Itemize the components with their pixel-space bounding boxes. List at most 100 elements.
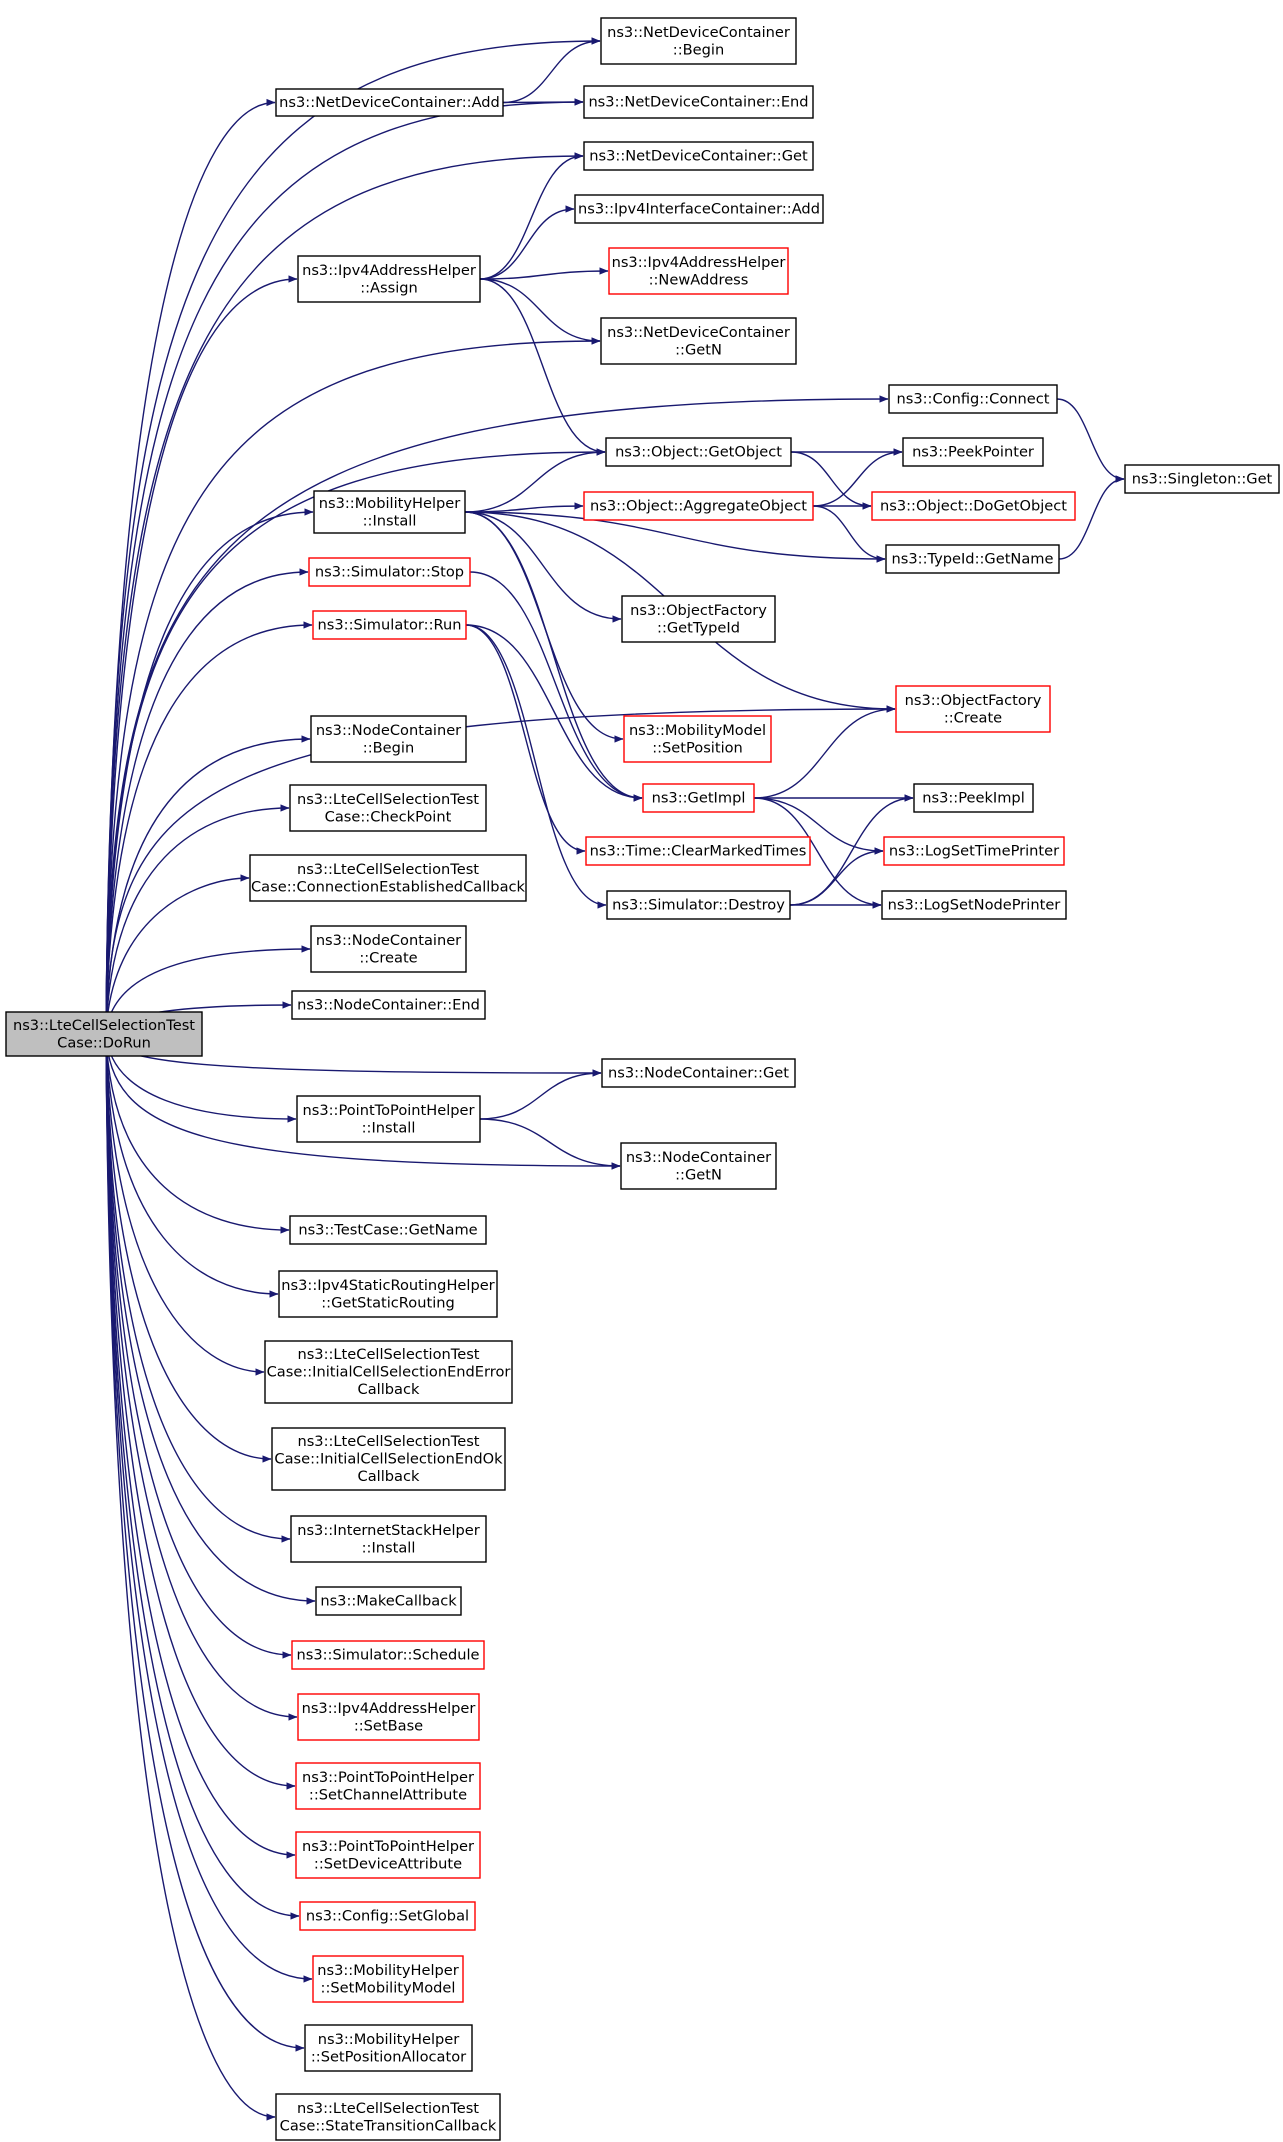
edge-root-to-p2pDev (105, 1033, 296, 1859)
node-ns3-makecallback[interactable]: ns3::MakeCallback (315, 1586, 462, 1616)
node-label-line: ns3::NetDeviceContainer (607, 24, 790, 41)
edge-root-to-ndcEnd (105, 98, 584, 1035)
node-ns3-object-dogetobject[interactable]: ns3::Object::DoGetObject (871, 491, 1076, 521)
node-label-line: ::SetMobilityModel (321, 1979, 456, 1996)
node-ns3-ipv4addresshelper-setbase[interactable]: ns3::Ipv4AddressHelper::SetBase (297, 1693, 480, 1741)
node-ns3-time-clearmarkedtimes[interactable]: ns3::Time::ClearMarkedTimes (585, 836, 811, 866)
node-box (278, 1270, 498, 1318)
node-box (315, 1586, 462, 1616)
node-ns3-ltecellselectiontestcase-initialcellselectionendokcallback[interactable]: ns3::LteCellSelectionTestCase::InitialCe… (271, 1427, 506, 1491)
node-ns3-ltecellselectiontestcase-initialcellselectionenderrorcallback[interactable]: ns3::LteCellSelectionTestCase::InitialCe… (264, 1340, 513, 1404)
node-ns3-simulator-run[interactable]: ns3::Simulator::Run (312, 610, 467, 640)
node-ns3-getimpl[interactable]: ns3::GetImpl (642, 783, 755, 813)
edge-root-to-connEstab (105, 874, 250, 1035)
node-box (601, 1058, 796, 1088)
node-ns3-testcase-getname[interactable]: ns3::TestCase::GetName (289, 1215, 487, 1245)
node-ns3-ipv4addresshelper-newaddress[interactable]: ns3::Ipv4AddressHelper::NewAddress (608, 247, 789, 295)
node-ns3-pointtopointhelper-setchannelattribute[interactable]: ns3::PointToPointHelper::SetChannelAttri… (295, 1762, 481, 1810)
edge-getImpl-to-logNode (753, 797, 882, 909)
node-box (913, 783, 1034, 813)
node-ns3-mobilityhelper-install[interactable]: ns3::MobilityHelper::Install (313, 490, 466, 534)
edge-root-to-ndcGetN (105, 337, 601, 1035)
node-ns3-nodecontainer-begin[interactable]: ns3::NodeContainer::Begin (310, 715, 467, 763)
node-ns3-netdevicecontainer-end[interactable]: ns3::NetDeviceContainer::End (583, 85, 814, 119)
node-ns3-logsettimeprinter[interactable]: ns3::LogSetTimePrinter (883, 836, 1065, 866)
node-box (585, 836, 811, 866)
edge-objAggregate-to-typeIdGetName (812, 505, 886, 563)
node-ns3-singleton-get[interactable]: ns3::Singleton::Get (1124, 464, 1280, 494)
node-label-line: ns3::ObjectFactory (630, 602, 767, 619)
node-ns3-peekimpl[interactable]: ns3::PeekImpl (913, 783, 1034, 813)
edge-ipv4Assign-to-ndcGet (479, 152, 584, 280)
node-ns3-pointtopointhelper-setdeviceattribute[interactable]: ns3::PointToPointHelper::SetDeviceAttrib… (295, 1831, 481, 1879)
node-ns3-internetstackhelper-install[interactable]: ns3::InternetStackHelper::Install (290, 1515, 487, 1563)
node-ns3-nodecontainer-create[interactable]: ns3::NodeContainer::Create (310, 925, 467, 973)
node-ns3-objectfactory-create[interactable]: ns3::ObjectFactory::Create (895, 685, 1051, 733)
node-label-line: ::SetChannelAttribute (309, 1786, 467, 1803)
call-edges (105, 37, 1125, 2121)
node-ns3-nodecontainer-end[interactable]: ns3::NodeContainer::End (291, 990, 486, 1020)
node-ns3-ipv4staticroutinghelper-getstaticrouting[interactable]: ns3::Ipv4StaticRoutingHelper::GetStaticR… (278, 1270, 498, 1318)
node-ns3-ltecellselectiontestcase-statetransitioncallback[interactable]: ns3::LteCellSelectionTestCase::StateTran… (275, 2093, 501, 2141)
node-box (296, 1095, 481, 1143)
node-ns3-ltecellselectiontestcase-connectionestablishedcallback[interactable]: ns3::LteCellSelectionTestCase::Connectio… (249, 854, 527, 902)
node-label-line: ns3::NodeContainer (316, 722, 461, 739)
node-ns3-typeid-getname[interactable]: ns3::TypeId::GetName (885, 544, 1060, 574)
node-ns3-ltecellselectiontestcase-checkpoint[interactable]: ns3::LteCellSelectionTestCase::CheckPoin… (289, 784, 487, 832)
node-box (291, 1640, 485, 1670)
node-ns3-object-getobject[interactable]: ns3::Object::GetObject (605, 437, 792, 467)
edge-root-to-checkPoint (105, 804, 290, 1035)
node-label-line: ns3::Object::DoGetObject (880, 498, 1067, 515)
node-label-line: ::Install (362, 1539, 416, 1556)
node-box (871, 491, 1076, 521)
node-ns3-simulator-stop[interactable]: ns3::Simulator::Stop (308, 557, 471, 587)
node-ns3-nodecontainer-getn[interactable]: ns3::NodeContainer::GetN (620, 1142, 777, 1190)
node-label-line: ns3::LteCellSelectionTest (297, 1346, 479, 1363)
node-ns3-netdevicecontainer-begin[interactable]: ns3::NetDeviceContainer::Begin (600, 17, 797, 65)
node-label-line: ns3::Ipv4AddressHelper (612, 254, 786, 271)
edge-root-to-mobInstall (105, 508, 314, 1035)
node-label-line: ::Create (359, 949, 417, 966)
node-box (600, 17, 797, 65)
node-ns3-peekpointer[interactable]: ns3::PeekPointer (902, 437, 1044, 467)
node-label-line: ::Begin (673, 41, 724, 58)
node-label-line: ns3::Ipv4StaticRoutingHelper (281, 1277, 494, 1294)
node-box (264, 1340, 513, 1404)
edge-mobInstall-to-ofGetTypeId (464, 511, 622, 623)
node-ns3-netdevicecontainer-get[interactable]: ns3::NetDeviceContainer::Get (583, 141, 814, 171)
edge-simRun-to-getImpl (465, 624, 643, 802)
node-ns3-pointtopointhelper-install[interactable]: ns3::PointToPointHelper::Install (296, 1095, 481, 1143)
node-box (310, 925, 467, 973)
node-ns3-netdevicecontainer-add[interactable]: ns3::NetDeviceContainer::Add (275, 88, 504, 117)
node-ns3-logsetnodeprinter[interactable]: ns3::LogSetNodePrinter (881, 890, 1067, 920)
node-label-line: ns3::NodeContainer (626, 1149, 771, 1166)
node-label-line: ns3::InternetStackHelper (297, 1522, 480, 1539)
node-box (275, 2093, 501, 2141)
node-ns3-mobilitymodel-setposition[interactable]: ns3::MobilityModel::SetPosition (623, 715, 772, 763)
node-box (289, 1215, 487, 1245)
edge-getImpl-to-ofCreate (753, 705, 896, 799)
edge-root-to-mobSetModel (105, 1033, 313, 1983)
node-label-line: ::GetStaticRouting (321, 1294, 455, 1311)
node-label-line: ::GetTypeId (657, 619, 740, 636)
node-label-line: ns3::Config::SetGlobal (306, 1908, 469, 1925)
node-ns3-objectfactory-gettypeid[interactable]: ns3::ObjectFactory::GetTypeId (621, 595, 776, 643)
edge-ipv4Assign-to-ndcGetN (479, 278, 601, 345)
node-ns3-mobilityhelper-setpositionallocator[interactable]: ns3::MobilityHelper::SetPositionAllocato… (304, 2024, 473, 2072)
node-ns3-simulator-schedule[interactable]: ns3::Simulator::Schedule (291, 1640, 485, 1670)
node-box (289, 784, 487, 832)
node-label-line: ns3::NodeContainer (316, 932, 461, 949)
node-ns3-ipv4addresshelper-assign[interactable]: ns3::Ipv4AddressHelper::Assign (297, 255, 481, 303)
node-label-line: ns3::NetDeviceContainer::Get (589, 148, 808, 165)
node-ns3-simulator-destroy[interactable]: ns3::Simulator::Destroy (606, 890, 791, 920)
node-ns3-nodecontainer-get[interactable]: ns3::NodeContainer::Get (601, 1058, 796, 1088)
node-ns3-config-setglobal[interactable]: ns3::Config::SetGlobal (299, 1901, 476, 1931)
node-ns3-object-aggregateobject[interactable]: ns3::Object::AggregateObject (583, 491, 814, 521)
node-box (310, 715, 467, 763)
node-ns3-netdevicecontainer-getn[interactable]: ns3::NetDeviceContainer::GetN (600, 317, 797, 365)
node-ns3-mobilityhelper-setmobilitymodel[interactable]: ns3::MobilityHelper::SetMobilityModel (312, 1955, 464, 2003)
node-label-line: ns3::Config::Connect (897, 391, 1050, 408)
node-ns3-config-connect[interactable]: ns3::Config::Connect (888, 384, 1058, 414)
node-ns3-ipv4interfacecontainer-add[interactable]: ns3::Ipv4InterfaceContainer::Add (574, 194, 824, 224)
